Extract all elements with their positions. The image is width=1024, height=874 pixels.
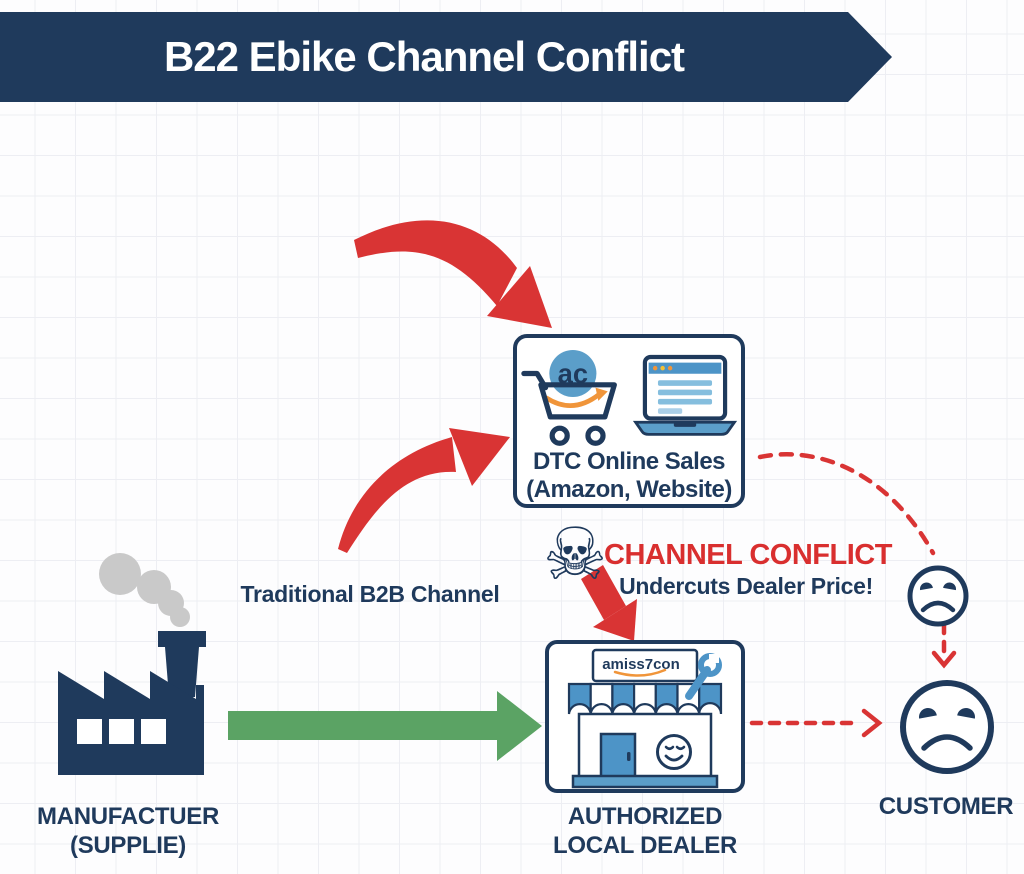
- wrench-icon: [685, 653, 722, 700]
- manufacturer-label: MANUFACTUER (SUPPLIE): [8, 802, 248, 860]
- sad-face-icon-small: [907, 565, 969, 627]
- dashed-arrow-dtc-to-customer: [757, 452, 936, 556]
- title-banner: B22 Ebike Channel Conflict: [0, 12, 892, 102]
- dtc-box-label: DTC Online Sales (Amazon, Website): [526, 448, 732, 504]
- page-title: B22 Ebike Channel Conflict: [163, 33, 685, 80]
- storefront-icon: amiss7con: [567, 648, 723, 789]
- amazon-cart-icon: ac: [521, 349, 617, 446]
- manufacturer-label-line2: (SUPPLIE): [70, 832, 186, 859]
- manufacturer-label-line1: MANUFACTUER: [36, 803, 220, 830]
- dealer-label-line1: AUTHORIZED: [567, 803, 723, 830]
- green-b2b-arrow-icon: [228, 691, 542, 761]
- b2b-channel-label: Traditional B2B Channel: [240, 581, 500, 607]
- dashed-arrow-dealer-to-customer: [749, 708, 883, 738]
- channel-conflict-title: CHANNEL CONFLICT: [604, 539, 892, 571]
- authorized-dealer-box: amiss7con: [545, 640, 745, 793]
- factory-icon: [58, 553, 206, 775]
- store-smiley-icon: [656, 734, 692, 770]
- dealer-label-line2: LOCAL DEALER: [553, 832, 737, 859]
- dtc-label-line1: DTC Online Sales: [532, 448, 726, 475]
- dtc-online-sales-box: ac DTC Onl: [513, 334, 745, 508]
- red-conflict-arrow-icon: [581, 565, 637, 641]
- website-laptop-icon: [632, 354, 738, 436]
- store-sign-text: amiss7con: [602, 656, 680, 673]
- red-arrow-to-dtc-top-icon: [354, 220, 552, 328]
- dashed-arrow-face-to-face: [931, 621, 957, 669]
- customer-label: CUSTOMER: [878, 793, 1014, 820]
- channel-conflict-subtitle: Undercuts Dealer Price!: [619, 573, 873, 599]
- red-arrow-to-dtc-left-icon: [338, 428, 510, 553]
- skull-icon: ☠: [542, 512, 608, 596]
- dealer-label: AUTHORIZED LOCAL DEALER: [528, 802, 762, 860]
- sad-face-icon-large: [900, 680, 994, 774]
- dtc-icons-row: ac: [518, 348, 740, 448]
- smoke-icon: [99, 553, 190, 627]
- dtc-label-line2: (Amazon, Website): [526, 476, 732, 503]
